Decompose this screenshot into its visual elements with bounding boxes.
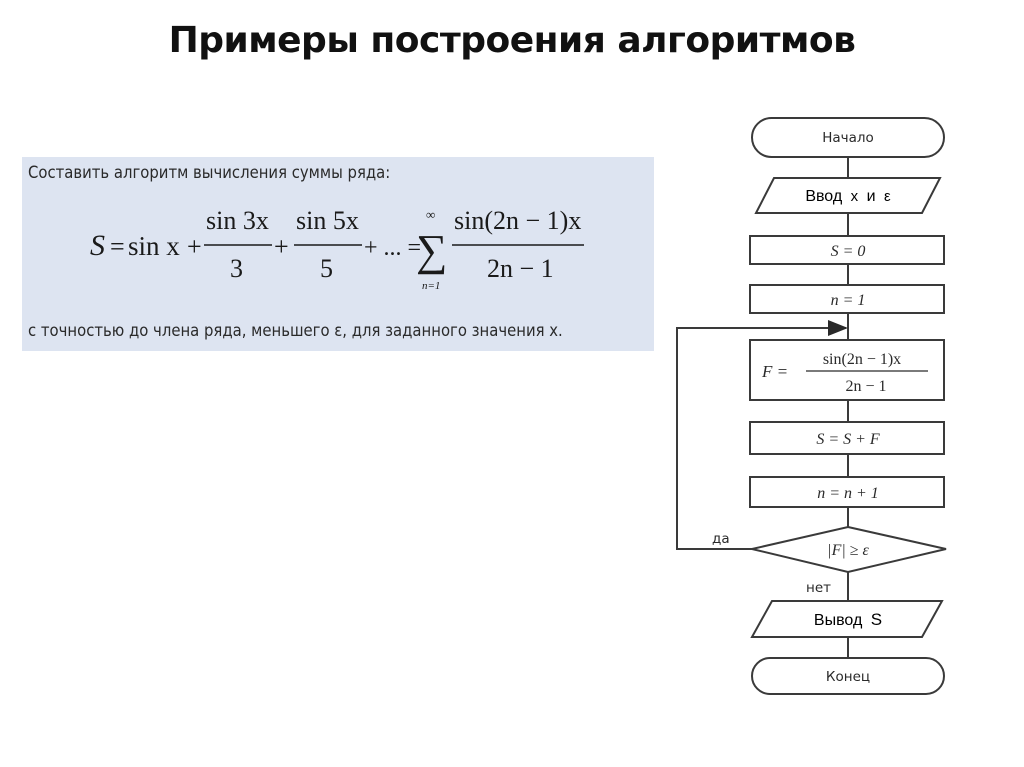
task-intro: Составить алгоритм вычисления суммы ряда…: [28, 163, 391, 182]
formula-sum-lower: n=1: [422, 280, 440, 292]
formula-ellipsis: + ... =: [364, 235, 421, 261]
no-label: нет: [806, 580, 831, 596]
yes-label: да: [712, 531, 730, 547]
condition-label: |F| ≥ ε: [827, 542, 869, 559]
formula-sum-upper: ∞: [426, 207, 435, 222]
increment-block: n = n + 1: [749, 476, 945, 508]
end-label: Конец: [826, 669, 870, 685]
input-var-eps: ε: [884, 188, 891, 205]
init-s-block: S = 0: [749, 235, 945, 265]
formula-term1: sin x: [128, 231, 180, 261]
formula-plus1: +: [187, 232, 202, 261]
formula-term2-num: sin 3x: [206, 206, 269, 235]
svg-text:Ввод x и ε: Ввод x и ε: [805, 188, 891, 205]
formula-sum-symbol: ∑: [416, 226, 447, 275]
increment-label: n = n + 1: [817, 485, 879, 502]
svg-text:Вывод S: Вывод S: [814, 610, 882, 629]
accumulate-label: S = S + F: [816, 431, 880, 448]
input-block: Ввод x и ε: [754, 177, 942, 214]
output-block: Вывод S: [750, 600, 944, 638]
condition-diamond: |F| ≥ ε: [751, 525, 947, 574]
input-var-x: x: [851, 188, 859, 205]
accumulate-block: S = S + F: [749, 421, 945, 455]
formula-term2-den: 3: [230, 254, 243, 283]
output-var: S: [871, 610, 882, 629]
slide-title: Примеры построения алгоритмов: [168, 20, 856, 61]
init-n-label: n = 1: [831, 292, 866, 309]
formula-eq: =: [110, 232, 125, 261]
formula-plus2: +: [274, 232, 289, 261]
init-n-block: n = 1: [749, 284, 945, 314]
compute-f-lhs: F =: [761, 362, 788, 381]
start-label: Начало: [822, 130, 874, 146]
end-terminator: Конец: [751, 657, 945, 695]
series-formula: S = sin x + sin 3x 3 + sin 5x 5 + ... = …: [22, 193, 654, 313]
formula-term3-num: sin 5x: [296, 206, 359, 235]
output-word: Вывод: [814, 612, 863, 629]
formula-general-num: sin(2n − 1)x: [454, 206, 581, 235]
task-panel: Составить алгоритм вычисления суммы ряда…: [22, 157, 654, 351]
start-terminator: Начало: [751, 117, 945, 158]
compute-f-block: F = sin(2n − 1)x 2n − 1: [749, 339, 945, 401]
compute-f-num: sin(2n − 1)x: [823, 351, 901, 368]
input-word: Ввод: [805, 188, 843, 205]
task-outro: с точностью до члена ряда, меньшего ε, д…: [28, 321, 563, 340]
compute-f-den: 2n − 1: [845, 378, 886, 395]
formula-lhs: S: [90, 229, 105, 262]
input-conj: и: [867, 188, 876, 205]
formula-term3-den: 5: [320, 254, 333, 283]
formula-general-den: 2n − 1: [487, 254, 554, 283]
init-s-label: S = 0: [831, 243, 866, 260]
